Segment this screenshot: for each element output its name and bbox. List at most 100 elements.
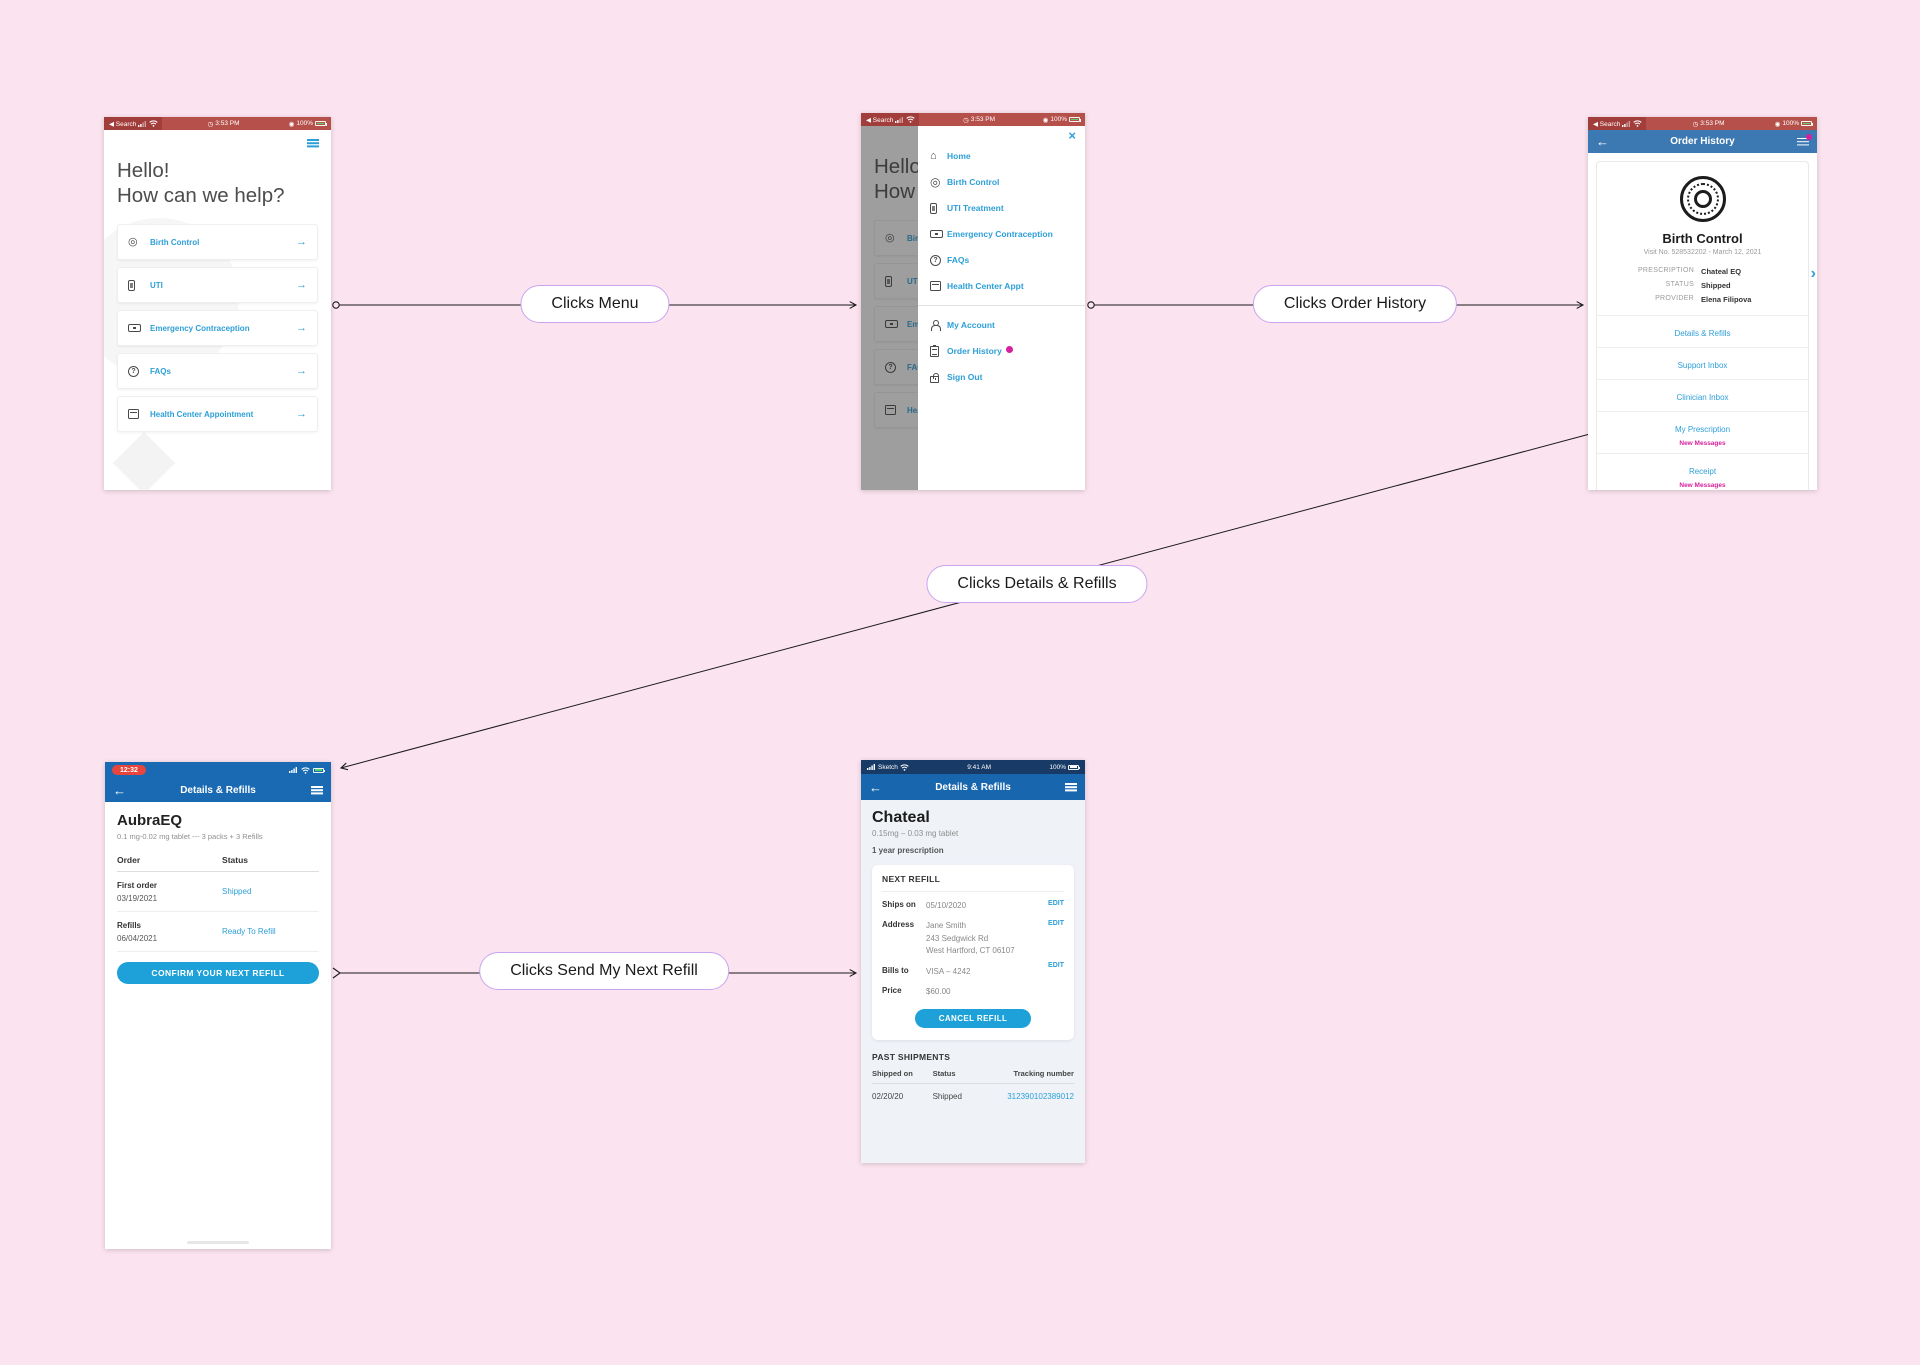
past-shipments-heading: PAST SHIPMENTS: [872, 1052, 951, 1063]
status-bar: 12:32: [105, 762, 331, 778]
link-clinician-inbox[interactable]: Clinician Inbox: [1676, 393, 1729, 402]
navigation-drawer: × ⌂ Home ◎ Birth Control UTI Treatment E…: [918, 126, 1085, 490]
flow-label-clicks-details-refills: Clicks Details & Refills: [926, 565, 1148, 603]
back-arrow-icon[interactable]: ←: [1596, 134, 1609, 149]
carrier-label: ◀ Search: [866, 116, 894, 124]
nav-bar: ← Details & Refills: [861, 774, 1085, 800]
menu-item-home[interactable]: ⌂ Home: [930, 143, 1073, 169]
orders-table-header: Order Status: [117, 855, 319, 872]
link-receipt[interactable]: Receipt: [1688, 467, 1717, 476]
edit-address-button[interactable]: EDIT: [1048, 920, 1064, 928]
home-icon: ⌂: [930, 149, 937, 162]
card-label: UTI: [150, 280, 163, 290]
address-value: Jane Smith 243 Sedgwick Rd West Hartford…: [926, 920, 1015, 957]
hamburger-menu-icon[interactable]: [311, 785, 323, 795]
field-prescription: PRESCRIPTION Chateal EQ: [1597, 267, 1808, 276]
order-status-link[interactable]: Ready To Refill: [222, 927, 276, 936]
field-value: Shipped: [1701, 281, 1731, 290]
signal-icon: [895, 116, 904, 123]
back-arrow-icon[interactable]: ←: [113, 782, 126, 798]
card-health-center-appointment[interactable]: Health Center Appointment →: [117, 396, 318, 432]
order-links: Details & Refills Support Inbox Clinicia…: [1597, 315, 1808, 490]
card-uti[interactable]: UTI →: [117, 267, 318, 303]
orientation-lock-icon: ◉: [288, 120, 295, 128]
question-circle-icon: ?: [930, 254, 941, 266]
arrow-right-icon: →: [296, 365, 307, 377]
bills-to-value: VISA – 4242: [926, 966, 971, 976]
order-status-link[interactable]: Shipped: [222, 887, 252, 896]
menu-item-birth-control[interactable]: ◎ Birth Control: [930, 169, 1073, 195]
card-label: FAQs: [901, 363, 1064, 372]
orientation-lock-icon: ◉: [1774, 120, 1781, 128]
row-ships-on: Ships on 05/10/2020 EDIT: [882, 900, 1064, 912]
menu-item-label: FAQs: [947, 255, 970, 265]
field-label: STATUS: [1665, 281, 1695, 288]
carousel-next-chevron-icon[interactable]: ›: [1810, 265, 1816, 282]
card-label: Health Center Appointment: [150, 409, 254, 419]
menu-item-sign-out[interactable]: Sign Out: [930, 364, 1073, 390]
greeting-line-1: Hello!: [874, 155, 927, 178]
status-bar-dark-segment: [861, 113, 919, 126]
menu-item-faqs[interactable]: ? FAQs: [930, 247, 1073, 273]
column-tracking-number: Tracking number: [1013, 1069, 1074, 1079]
wifi-icon: [1633, 120, 1643, 127]
status-bar-dark-segment: [1588, 117, 1646, 130]
row-label: Ships on: [882, 900, 916, 909]
confirm-next-refill-button[interactable]: CONFIRM YOUR NEXT REFILL: [117, 962, 319, 984]
menu-item-order-history[interactable]: Order History: [930, 338, 1073, 364]
card-emergency-contraception[interactable]: Emergency Contraception →: [117, 310, 318, 346]
prescription-subtitle: 0.15mg – 0.03 mg tablet: [872, 829, 959, 838]
status-time: 9:41 AM: [967, 763, 992, 771]
edit-billing-button[interactable]: EDIT: [1048, 961, 1064, 969]
hamburger-menu-icon[interactable]: [1797, 133, 1812, 147]
row-address: Address Jane Smith 243 Sedgwick Rd West …: [882, 920, 1064, 957]
menu-item-health-center-appt[interactable]: Health Center Appt: [930, 273, 1073, 299]
hamburger-menu-icon[interactable]: [1065, 782, 1077, 792]
signal-icon: [1622, 120, 1631, 127]
connector-start-dot: [1087, 301, 1095, 309]
hamburger-menu-icon[interactable]: [307, 138, 319, 148]
prescription-subtitle: 0.1 mg-0.02 mg tablet --- 3 packs + 3 Re…: [117, 832, 263, 841]
link-support-inbox[interactable]: Support Inbox: [1677, 361, 1728, 370]
table-row-first-order: First order 03/19/2021 Shipped: [117, 872, 319, 912]
status-bar-dark-segment: [104, 117, 162, 130]
past-shipments-section: PAST SHIPMENTS Shipped on Status Trackin…: [872, 1052, 1074, 1101]
pill-pack-icon: ◎: [128, 235, 138, 248]
back-arrow-icon[interactable]: ←: [869, 779, 882, 795]
clock-icon: ◷: [1692, 120, 1699, 128]
menu-item-my-account[interactable]: My Account: [930, 312, 1073, 338]
signal-icon: [289, 767, 297, 773]
menu-item-uti-treatment[interactable]: UTI Treatment: [930, 195, 1073, 221]
carrier-label: ◀ Search: [109, 120, 137, 128]
close-icon[interactable]: ×: [1068, 128, 1076, 143]
status-bar: ◀ Search ◷3:53 PM ◉100%: [861, 113, 1085, 126]
tracking-number-link[interactable]: 312390102389012: [1007, 1092, 1074, 1102]
table-row-refills: Refills 06/04/2021 Ready To Refill: [117, 912, 319, 952]
topic-card-list: ◎ Birth Control → UTI → Emergency Contra…: [117, 224, 318, 432]
edit-ships-on-button[interactable]: EDIT: [1048, 900, 1064, 907]
link-my-prescription[interactable]: My Prescription: [1674, 425, 1731, 434]
person-icon: [930, 319, 941, 331]
column-status: Status: [932, 1069, 956, 1079]
nav-bar: ← Order History: [1588, 130, 1817, 153]
card-faqs[interactable]: ? FAQs →: [117, 353, 318, 389]
shipment-date: 02/20/20: [872, 1092, 904, 1102]
card-birth-control[interactable]: ◎ Birth Control →: [117, 224, 318, 260]
screen-order-history: ◀ Search ◷3:53 PM ◉100% ← Order History …: [1588, 117, 1817, 490]
carrier-label: Sketch: [878, 763, 898, 771]
new-messages-badge: New Messages: [1679, 440, 1726, 447]
ships-on-value: 05/10/2020: [926, 901, 967, 910]
link-details-refills[interactable]: Details & Refills: [1674, 329, 1731, 338]
cancel-refill-button[interactable]: CANCEL REFILL: [915, 1009, 1031, 1029]
calendar-icon: [885, 405, 896, 415]
notification-dot: [1005, 346, 1013, 353]
menu-item-label: Home: [947, 151, 971, 161]
menu-item-emergency-contraception[interactable]: Emergency Contraception: [930, 221, 1073, 247]
address-line: 243 Sedgwick Rd: [926, 933, 989, 943]
battery-percent: 100%: [1049, 763, 1066, 771]
new-messages-badge: New Messages: [1679, 482, 1726, 489]
order-date: 06/04/2021: [117, 934, 158, 943]
prescription-duration: 1 year prescription: [872, 846, 944, 855]
price-value: $60.00: [926, 986, 951, 996]
card-label: UTI: [907, 276, 920, 286]
